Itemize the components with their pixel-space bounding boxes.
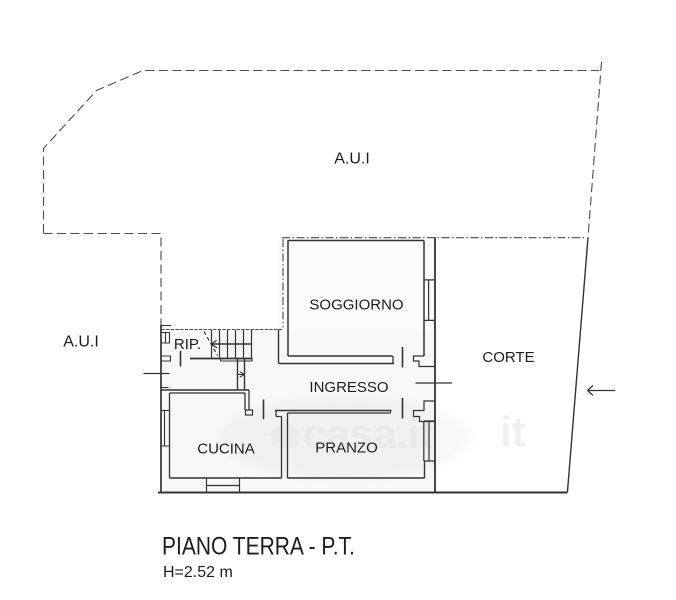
svg-text:RIP.: RIP. [174,336,201,353]
svg-text:CORTE: CORTE [482,349,534,366]
svg-text:A.U.I: A.U.I [63,334,99,351]
svg-text:INGRESSO: INGRESSO [309,379,388,396]
svg-text:casa.it: casa.it [303,410,434,457]
svg-text:it: it [500,408,526,455]
svg-text:A.U.I: A.U.I [334,151,370,168]
svg-text:H=2.52 m: H=2.52 m [163,564,233,581]
svg-text:PIANO TERRA - P.T.: PIANO TERRA - P.T. [162,532,355,560]
svg-text:PRANZO: PRANZO [315,440,378,457]
svg-text:CUCINA: CUCINA [197,441,255,458]
svg-text:SOGGIORNO: SOGGIORNO [309,296,403,313]
